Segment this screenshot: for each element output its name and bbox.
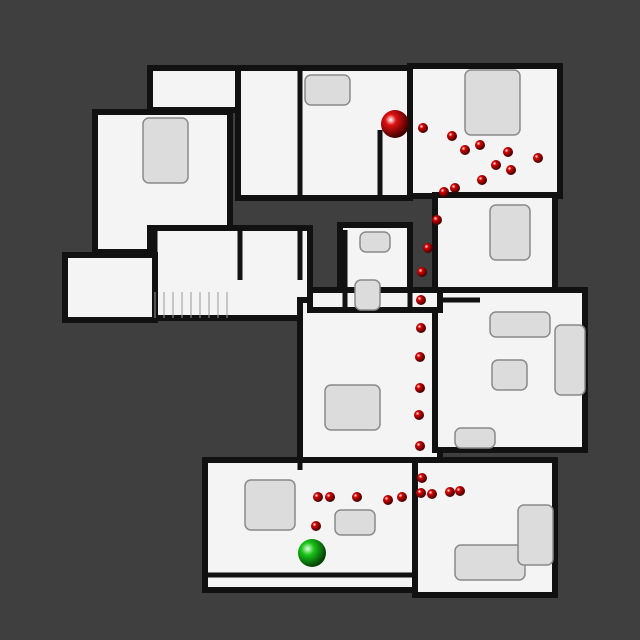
waypoint (352, 492, 362, 502)
room-floor (147, 225, 313, 321)
waypoint (415, 441, 425, 451)
waypoint (475, 140, 485, 150)
path-markers (298, 110, 409, 567)
furniture-item (142, 117, 189, 184)
furniture-item (359, 231, 391, 253)
waypoint (432, 215, 442, 225)
furniture-item (489, 311, 551, 338)
furniture-item (324, 384, 381, 431)
start-sphere (381, 110, 409, 138)
waypoint (416, 488, 426, 498)
waypoint (445, 487, 455, 497)
furniture-item (489, 204, 531, 261)
waypoint (491, 160, 501, 170)
waypoint (416, 323, 426, 333)
waypoint (427, 489, 437, 499)
waypoint (415, 383, 425, 393)
waypoint (506, 165, 516, 175)
room-floor (62, 252, 158, 323)
waypoint (477, 175, 487, 185)
goal-sphere (298, 539, 326, 567)
furniture-item (517, 504, 554, 566)
waypoint (311, 521, 321, 531)
furniture-item (354, 279, 381, 311)
waypoint (503, 147, 513, 157)
waypoint (397, 492, 407, 502)
furniture (142, 69, 586, 581)
waypoint (415, 352, 425, 362)
waypoint (418, 123, 428, 133)
room-floor (147, 65, 241, 113)
waypoint (416, 295, 426, 305)
waypoint (414, 410, 424, 420)
furniture-item (454, 544, 526, 581)
navigation-path (311, 123, 543, 531)
furniture-item (454, 427, 496, 449)
waypoint (417, 473, 427, 483)
furniture-item (464, 69, 521, 136)
waypoint (455, 486, 465, 496)
furniture-item (334, 509, 376, 536)
waypoint (533, 153, 543, 163)
waypoint (450, 183, 460, 193)
furniture-item (491, 359, 528, 391)
waypoint (460, 145, 470, 155)
waypoint (313, 492, 323, 502)
waypoint (383, 495, 393, 505)
waypoint (325, 492, 335, 502)
furniture-item (554, 324, 586, 396)
furniture-item (244, 479, 296, 531)
furniture-item (304, 74, 351, 106)
waypoint (447, 131, 457, 141)
waypoint (439, 187, 449, 197)
waypoint (423, 243, 433, 253)
waypoint (417, 267, 427, 277)
